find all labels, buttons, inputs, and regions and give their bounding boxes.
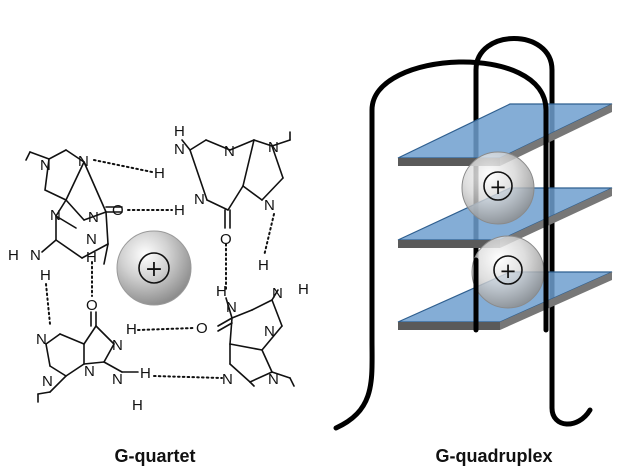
atom-n: N xyxy=(272,285,283,302)
atom-n: N xyxy=(226,299,237,316)
atom-n: N xyxy=(88,209,99,226)
atom-h: H xyxy=(174,123,185,140)
atom-h: H xyxy=(154,165,165,182)
atom-n: N xyxy=(36,331,47,348)
guanine-bottom-right xyxy=(217,289,295,387)
atom-n: N xyxy=(264,323,275,340)
central-cation: + xyxy=(116,230,192,306)
quartet-plate-top xyxy=(397,103,613,166)
atom-h: H xyxy=(258,257,269,274)
atom-n: N xyxy=(194,191,205,208)
atom-o: O xyxy=(196,320,208,337)
atom-n: N xyxy=(224,143,235,160)
guanine-bottom-left xyxy=(37,311,139,403)
atom-o: O xyxy=(220,231,232,248)
atom-h: H xyxy=(216,283,227,300)
plus-sign: + xyxy=(499,259,517,283)
atom-o: O xyxy=(112,202,124,219)
atom-n: N xyxy=(30,247,41,264)
cation-lower: + xyxy=(471,235,545,309)
g-quartet-diagram: N N N N N H H N H O H N H N N N H N O H … xyxy=(8,123,309,466)
atom-n: N xyxy=(268,371,279,388)
atom-h: H xyxy=(40,267,51,284)
atom-h: H xyxy=(174,202,185,219)
atom-n: N xyxy=(86,231,97,248)
atom-n: N xyxy=(40,157,51,174)
g-quadruplex-diagram: + + G-quadruplex xyxy=(333,36,613,466)
g-quadruplex-caption: G-quadruplex xyxy=(435,446,552,466)
g-quartet-caption: G-quartet xyxy=(115,446,196,466)
atom-h: H xyxy=(298,281,309,298)
strand-loop-back xyxy=(473,36,593,427)
guanine-top-left xyxy=(25,149,123,265)
plus-sign: + xyxy=(489,175,507,199)
atom-n: N xyxy=(78,153,89,170)
strand-loop-front xyxy=(333,59,549,431)
guanine-top-right xyxy=(181,131,291,229)
atom-n: N xyxy=(112,337,123,354)
atom-h: H xyxy=(140,365,151,382)
atom-o: O xyxy=(86,297,98,314)
hydrogen-bonds xyxy=(45,159,275,379)
atom-n: N xyxy=(112,371,123,388)
atom-h: H xyxy=(126,321,137,338)
atom-n: N xyxy=(50,207,61,224)
atom-h: H xyxy=(86,249,97,266)
atom-h: H xyxy=(8,247,19,264)
atom-h: H xyxy=(132,397,143,414)
atom-n: N xyxy=(174,141,185,158)
atom-n: N xyxy=(42,373,53,390)
atom-labels: N N N N N H H N H O H N H N N N H N O H … xyxy=(8,123,309,414)
plus-sign: + xyxy=(145,257,163,282)
cation-upper: + xyxy=(461,151,535,225)
atom-n: N xyxy=(264,197,275,214)
atom-n: N xyxy=(84,363,95,380)
atom-n: N xyxy=(268,139,279,156)
atom-n: N xyxy=(222,371,233,388)
